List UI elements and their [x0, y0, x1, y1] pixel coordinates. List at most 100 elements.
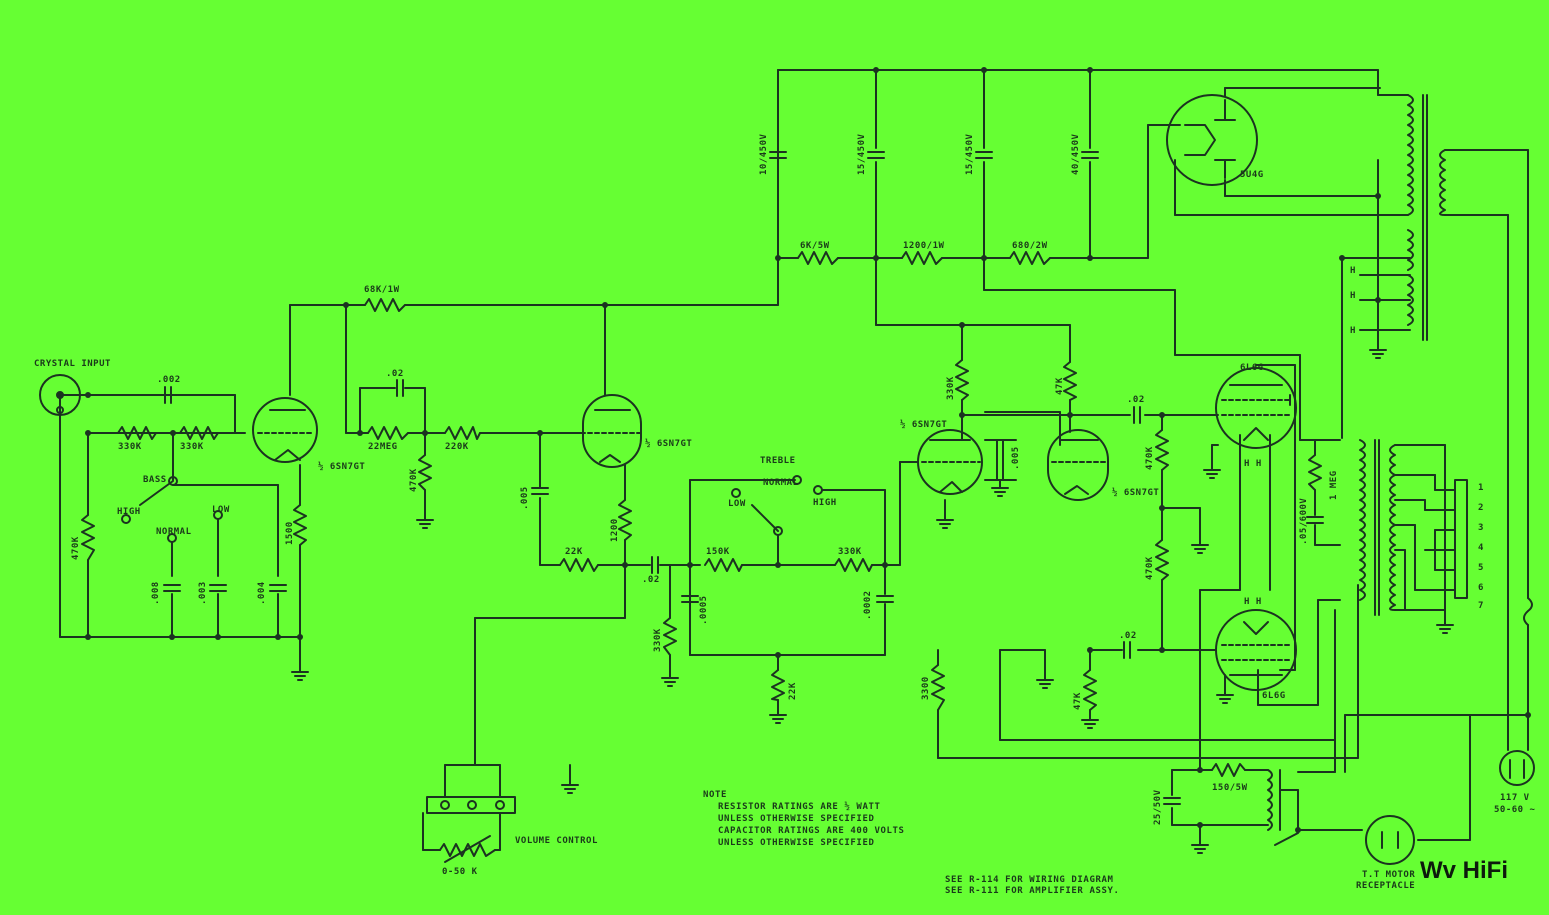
tube-v3	[917, 429, 983, 495]
label-treble: TREBLE	[760, 456, 796, 466]
label-330k-vc: 330K	[653, 628, 663, 652]
note-line-4: UNLESS OTHERWISE SPECIFIED	[718, 838, 874, 848]
label-150k: 150K	[706, 547, 730, 557]
input-jack	[39, 374, 81, 416]
ground-ot	[1436, 624, 1454, 634]
label-c02-out: .02	[642, 575, 660, 585]
volume-terminal-strip	[426, 796, 516, 814]
treble-switch	[731, 475, 823, 536]
resistors	[81, 251, 1322, 863]
resistor-330k-tone	[834, 558, 873, 572]
cap-0002-tone	[876, 595, 894, 603]
ground-grid	[1191, 544, 1209, 554]
cap-02-feedback	[396, 379, 404, 397]
label-tt-motor: T.T MOTOR	[1362, 870, 1415, 880]
label-receptacle: RECEPTACLE	[1356, 881, 1415, 891]
label-bass: BASS	[143, 475, 167, 485]
resistor-1500-v1	[293, 504, 307, 546]
ground-volume	[661, 677, 679, 687]
label-tap-2: 2	[1478, 503, 1484, 513]
label-c25-50: 25/50V	[1153, 789, 1163, 825]
resistor-150k	[704, 558, 743, 572]
label-470k-g1: 470K	[1145, 446, 1155, 470]
resistor-47k	[1063, 361, 1077, 401]
output-transformer	[1359, 439, 1468, 616]
ground-v2-grid	[416, 519, 434, 529]
label-330k-tone: 330K	[838, 547, 862, 557]
label-22meg: 22MEG	[368, 442, 398, 452]
cap-003	[209, 584, 227, 592]
label-6k: 6K/5W	[800, 241, 830, 251]
tube-v4	[1047, 429, 1109, 501]
label-cap-15b: 15/450V	[965, 133, 975, 175]
label-470k-input: 470K	[71, 536, 81, 560]
label-c005-pi: .005	[1011, 446, 1021, 470]
resistor-470k-mid	[418, 454, 432, 491]
note-block: NOTE RESISTOR RATINGS ARE ½ WATT UNLESS …	[703, 790, 904, 848]
volume-pot-wiper	[444, 835, 491, 863]
cap-02-bot	[1123, 641, 1131, 659]
label-c0002-tone: .0002	[863, 590, 873, 620]
resistor-330k-a	[117, 426, 157, 440]
label-c02-top: .02	[1127, 395, 1145, 405]
label-150-5w: 150/5W	[1212, 783, 1248, 793]
label-22k: 22K	[565, 547, 583, 557]
label-tap-5: 5	[1478, 563, 1484, 573]
resistor-150	[1211, 763, 1246, 777]
label-680: 680/2W	[1012, 241, 1048, 251]
tube-6l6-b	[1215, 609, 1297, 691]
resistor-68k	[364, 298, 406, 312]
ground-pt	[1369, 349, 1387, 359]
cap-008	[163, 584, 181, 592]
label-cap-10: 10/450V	[759, 133, 769, 175]
cap-0005-tone	[681, 595, 699, 603]
junction-dots	[85, 67, 1531, 833]
label-hh-a: H H	[1244, 459, 1262, 469]
cap-40-450	[1081, 151, 1099, 159]
label-47k: 47K	[1055, 377, 1065, 395]
resistor-330k-b	[179, 426, 219, 440]
resistor-330k-vc	[663, 617, 677, 656]
ground-6l6-a	[1203, 469, 1221, 479]
ground-v3	[936, 519, 954, 529]
label-c0005-tone: .0005	[699, 595, 709, 625]
filter-choke	[1267, 769, 1281, 831]
ground-47k	[1081, 719, 1099, 729]
resistor-470k-g1	[1155, 429, 1169, 471]
label-treble-normal: NORMAL	[763, 478, 799, 488]
reference-line-2: SEE R-111 FOR AMPLIFIER ASSY.	[945, 886, 1120, 896]
label-tube-v1: ½ 6SN7GT	[318, 461, 365, 472]
label-hh-b: H H	[1244, 597, 1262, 607]
label-c02-feedback: .02	[386, 369, 404, 379]
label-1200-1w: 1200/1W	[903, 241, 945, 251]
label-22k-tone: 22K	[788, 682, 798, 700]
label-treble-low: LOW	[728, 499, 746, 509]
cap-10-450	[769, 151, 787, 159]
resistor-470k-input	[81, 514, 95, 561]
label-treble-high: HIGH	[813, 498, 837, 508]
label-pt-h1: H	[1350, 266, 1356, 276]
label-330k-b: 330K	[180, 442, 204, 452]
resistor-6k	[797, 251, 839, 265]
label-crystal-input: CRYSTAL INPUT	[34, 359, 111, 369]
cap-15-450-a	[867, 151, 885, 159]
label-c05-600: .05/600V	[1299, 498, 1309, 545]
resistor-470k-g2	[1155, 539, 1169, 581]
label-1500-v1: 1500	[285, 521, 295, 545]
note-line-1: RESISTOR RATINGS ARE ½ WATT	[718, 801, 881, 812]
label-68k: 68K/1W	[364, 285, 400, 295]
vacuum-tubes	[252, 94, 1297, 691]
mains-plug	[1499, 750, 1535, 786]
ground-tone	[769, 714, 787, 724]
label-cap-40: 40/450V	[1071, 133, 1081, 175]
motor-receptacle	[1365, 815, 1415, 865]
brand-watermark: Wv HiFi	[1420, 857, 1508, 884]
label-6l6-b: 6L6G	[1262, 691, 1286, 701]
cap-004	[269, 584, 287, 592]
reference-block: SEE R-114 FOR WIRING DIAGRAM SEE R-111 F…	[945, 875, 1120, 896]
resistor-22meg	[367, 426, 409, 440]
resistor-330k-v3	[955, 359, 969, 401]
label-tap-7: 7	[1478, 601, 1484, 611]
ground-pi	[1036, 679, 1054, 689]
label-330k-v3: 330K	[946, 376, 956, 400]
